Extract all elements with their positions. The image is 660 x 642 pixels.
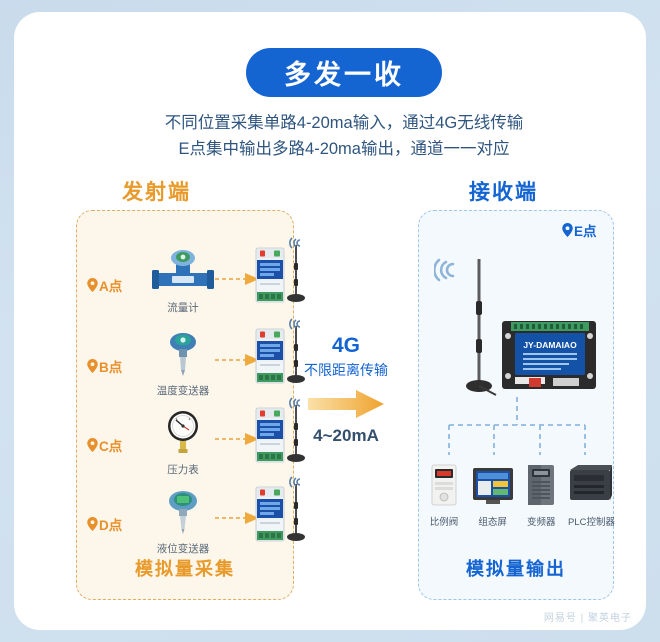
point-text-d: D点 [99, 518, 123, 533]
rf-module-icon [255, 407, 285, 463]
sensor-row-d: D点 液位变送器 [77, 476, 305, 566]
transmission-tech-sub: 不限距离传输 [304, 362, 388, 378]
sensor-caption-b: 温度变送器 [156, 385, 210, 397]
wifi-signal-d-icon [289, 476, 301, 488]
temperature-transmitter-icon [170, 333, 196, 376]
flow-arrow-b-icon [215, 354, 259, 366]
transmitter-module-a [255, 247, 285, 308]
watermark: 网易号 | 聚英电子 [543, 613, 632, 624]
sensor-row-a: A点 流量计 [77, 237, 305, 327]
flow-meter-icon [152, 250, 214, 289]
inverter-icon [528, 465, 555, 505]
wifi-signal-c-icon [289, 397, 301, 409]
transmitter-module-d [255, 486, 285, 547]
output-caption-1: 组态屏 [478, 517, 507, 528]
point-label-b: B点 [87, 356, 122, 376]
point-text-c: C点 [99, 439, 123, 454]
transmitter-module-c [255, 407, 285, 468]
transmitter-footer: 模拟量采集 [135, 559, 235, 579]
antenna-b-icon [287, 326, 305, 383]
antenna-a-icon [287, 245, 305, 302]
point-text-e: E点 [574, 224, 597, 239]
receiver-antenna-icon [466, 259, 497, 396]
antenna-c-icon [287, 405, 305, 462]
rf-module-icon [255, 328, 285, 384]
rf-module-icon [255, 247, 285, 303]
page-title-badge: 多发一收 [246, 48, 442, 97]
level-transmitter-icon [169, 491, 197, 534]
transmitter-panel: A点 流量计 [76, 210, 305, 600]
sensor-device-b: 温度变送器 [151, 330, 215, 398]
sensor-caption-c: 压力表 [167, 464, 199, 476]
sensor-caption-d: 液位变送器 [156, 543, 210, 555]
output-devices-row: 比例阀 组态屏 [422, 464, 615, 528]
receiver-brand-text: JY-DAMAIAO [523, 340, 577, 350]
point-label-e: E点 [562, 220, 597, 240]
output-device-proportional-valve: 比例阀 [422, 464, 466, 528]
point-text-b: B点 [99, 360, 123, 375]
subtitle-block: 不同位置采集单路4-20ma输入，通过4G无线传输 E点集中输出多路4-20ma… [14, 110, 660, 162]
pressure-gauge-icon [168, 411, 198, 453]
flow-arrow-a-icon [215, 273, 259, 285]
output-caption-2: 变频器 [527, 517, 556, 528]
sensor-device-c: 压力表 [151, 409, 215, 477]
transmitter-module-b [255, 328, 285, 389]
point-label-c: C点 [87, 435, 122, 455]
flow-arrow-d-icon [215, 512, 259, 524]
signal-range: 4~20mA [313, 426, 379, 445]
receiver-footer: 模拟量输出 [466, 559, 566, 579]
transmitter-header: 发射端 [122, 181, 191, 204]
receiver-module: JY-DAMAIAO [501, 320, 597, 395]
output-caption-3: PLC控制器 [567, 517, 615, 528]
point-label-d: D点 [87, 514, 122, 534]
wifi-signal-b-icon [289, 318, 301, 330]
point-label-a: A点 [87, 275, 122, 295]
sensor-row-c: C点 压力表 [77, 397, 305, 487]
sensor-caption-a: 流量计 [167, 302, 199, 314]
wifi-signal-a-icon [289, 237, 301, 249]
location-pin-icon [87, 359, 98, 373]
hmi-screen-icon [472, 468, 513, 504]
plc-controller-icon [569, 465, 612, 500]
output-device-hmi-screen: 组态屏 [471, 464, 515, 528]
proportional-valve-icon [431, 464, 457, 506]
receiver-header: 接收端 [469, 181, 538, 204]
sensor-device-d: 液位变送器 [151, 488, 215, 556]
output-device-inverter: 变频器 [519, 464, 563, 528]
location-pin-icon [87, 278, 98, 292]
point-text-a: A点 [99, 279, 123, 294]
page-title: 多发一收 [284, 60, 404, 90]
output-device-plc: PLC控制器 [567, 464, 615, 528]
location-pin-icon [562, 223, 573, 237]
output-caption-0: 比例阀 [429, 517, 459, 528]
subtitle-line-1: 不同位置采集单路4-20ma输入，通过4G无线传输 [164, 114, 524, 132]
receiver-controller-icon: JY-DAMAIAO [502, 321, 596, 389]
location-pin-icon [87, 517, 98, 531]
location-pin-icon [87, 438, 98, 452]
content-card: 多发一收 不同位置采集单路4-20ma输入，通过4G无线传输 E点集中输出多路4… [14, 12, 646, 630]
sensor-row-b: B点 温度变送器 [77, 318, 305, 408]
antenna-d-icon [287, 484, 305, 541]
output-distribution-tree [448, 397, 586, 455]
rf-module-icon [255, 486, 285, 542]
sensor-device-a: 流量计 [151, 249, 215, 315]
transmission-info: 4G 不限距离传输 4~20mA [298, 334, 394, 446]
wifi-signal-receiver-icon [434, 258, 455, 282]
subtitle-line-2: E点集中输出多路4-20ma输出，通道一一对应 [178, 140, 510, 158]
transmission-tech: 4G [331, 334, 360, 357]
flow-arrow-c-icon [215, 433, 259, 445]
transmission-arrow-icon [308, 390, 384, 418]
